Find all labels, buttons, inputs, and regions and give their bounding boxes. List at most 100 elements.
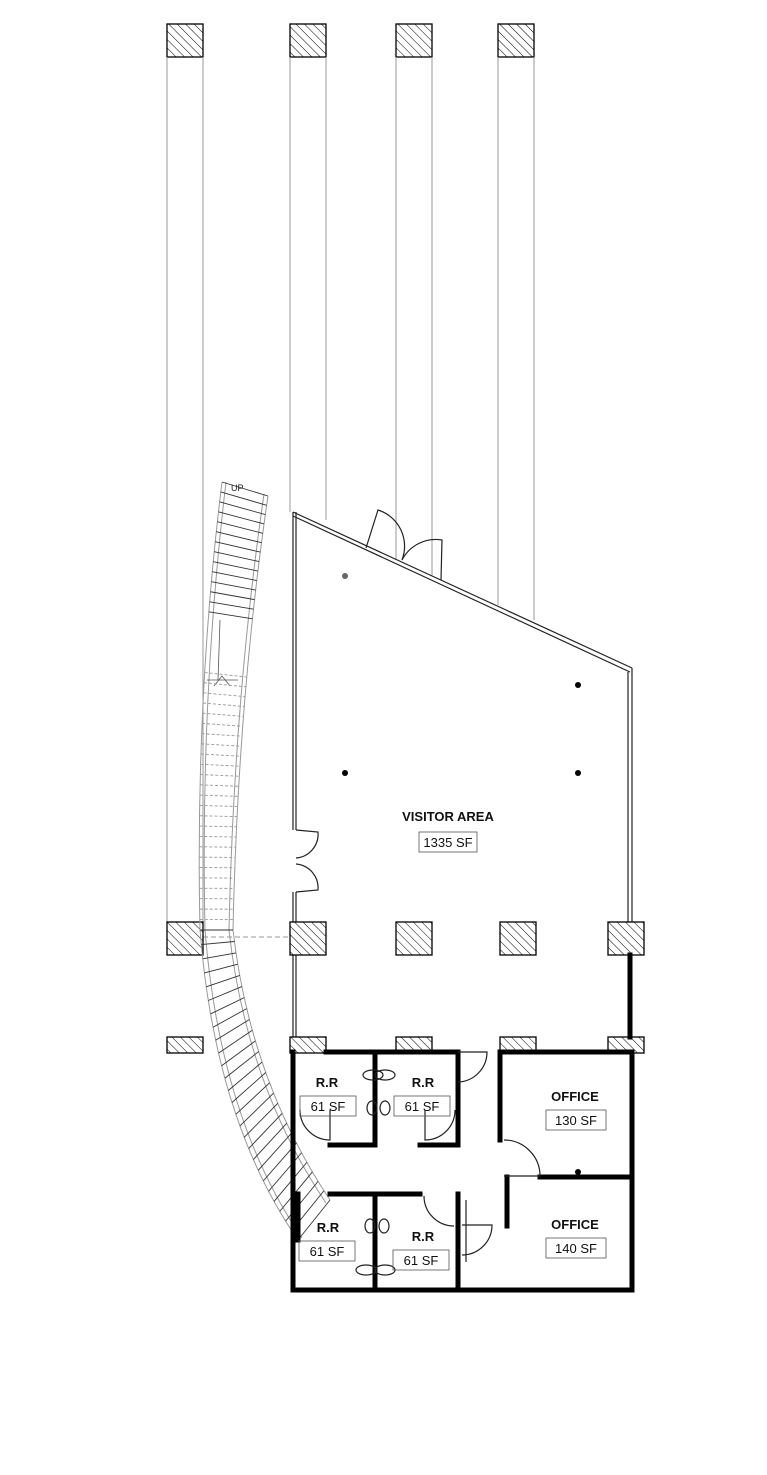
- room-name: R.R: [412, 1229, 435, 1244]
- stair-treads: [199, 481, 331, 1241]
- stair-tread: [285, 1181, 319, 1222]
- stair-tread: [204, 963, 238, 974]
- column: [289, 1036, 327, 1054]
- restroom-label: R.R 61 SF: [299, 1075, 357, 1117]
- stair-tread: [202, 952, 237, 960]
- restroom-label: R.R 61 SF: [392, 1229, 450, 1271]
- core-doors: [299, 1051, 581, 1262]
- service-core-walls: [290, 1049, 635, 1293]
- stair-tread: [239, 1092, 274, 1127]
- stair-tread: [200, 774, 240, 777]
- stair-tread: [215, 541, 261, 553]
- stair-tread: [215, 1019, 250, 1041]
- room-name: R.R: [316, 1075, 339, 1090]
- stair-tread: [235, 1082, 270, 1115]
- visitor-area-label: VISITOR AREA 1335 SF: [402, 809, 494, 853]
- stair-tread: [202, 702, 245, 707]
- column: [499, 921, 537, 956]
- stair-tread: [200, 784, 239, 787]
- visitor-area-envelope: [203, 511, 633, 1040]
- stair-up-label: UP: [231, 483, 244, 493]
- office-label: OFFICE 140 SF: [545, 1217, 607, 1259]
- top-columns: [166, 23, 535, 58]
- stair-tread: [204, 682, 246, 688]
- stair-tread: [201, 941, 235, 945]
- stair-tread: [243, 1102, 279, 1138]
- room-area: 1335 SF: [423, 835, 472, 850]
- stair-tread: [248, 1113, 283, 1149]
- projection-lines: [166, 57, 535, 922]
- interior-posts: [342, 573, 581, 776]
- stair-tread: [199, 815, 238, 818]
- column: [166, 23, 204, 58]
- stair-tread: [257, 1132, 292, 1171]
- room-area: 61 SF: [404, 1253, 439, 1268]
- column: [395, 921, 433, 956]
- stair-tread: [204, 672, 247, 678]
- column: [289, 23, 327, 58]
- room-name: OFFICE: [551, 1089, 599, 1104]
- stair-tread: [212, 571, 257, 581]
- column: [395, 23, 433, 58]
- room-area: 61 SF: [405, 1099, 440, 1114]
- stair-tread: [200, 763, 240, 767]
- column: [289, 921, 327, 956]
- stair-tread: [214, 551, 260, 563]
- stair-tread: [206, 975, 240, 988]
- column: [166, 1036, 204, 1054]
- stair-tread: [202, 722, 243, 727]
- stair-tread: [268, 1152, 302, 1192]
- stair-tread: [273, 1162, 308, 1202]
- room-name: R.R: [317, 1220, 340, 1235]
- room-area: 130 SF: [555, 1113, 597, 1128]
- restroom-label: R.R 61 SF: [298, 1220, 356, 1262]
- stair-tread: [297, 1199, 331, 1241]
- room-name: VISITOR AREA: [402, 809, 494, 824]
- stair-tread: [201, 743, 242, 747]
- room-name: R.R: [412, 1075, 435, 1090]
- column: [497, 23, 535, 58]
- stair-tread: [203, 692, 246, 698]
- room-area: 140 SF: [555, 1241, 597, 1256]
- stair-tread: [253, 1123, 288, 1160]
- stair-tread: [211, 581, 256, 591]
- stair-tread: [219, 501, 266, 516]
- stair-tread: [221, 481, 269, 497]
- stair-tread: [221, 1040, 256, 1067]
- stair-tread: [208, 611, 253, 620]
- curved-stair: [198, 481, 331, 1241]
- stair-tread: [217, 521, 263, 534]
- column: [607, 921, 645, 956]
- stair-tread: [199, 825, 237, 828]
- stair-tread: [199, 794, 239, 797]
- room-labels: VISITOR AREA 1335 SF OFFICE 130 SF OFFIC…: [298, 809, 607, 1271]
- stair-tread: [231, 1072, 267, 1103]
- entry-doors: [365, 509, 443, 581]
- restroom-fixtures: [355, 1069, 396, 1276]
- room-name: OFFICE: [551, 1217, 599, 1232]
- stair-tread: [213, 561, 259, 572]
- stair-tread: [199, 804, 238, 807]
- room-area: 61 SF: [310, 1244, 345, 1259]
- stair-tread: [224, 1051, 259, 1079]
- stair-tread: [218, 1029, 253, 1054]
- stair-tread: [212, 1008, 247, 1028]
- room-area: 61 SF: [311, 1099, 346, 1114]
- stair-tread: [209, 601, 254, 610]
- restroom-label: R.R 61 SF: [393, 1075, 451, 1117]
- stair-tread: [200, 753, 241, 757]
- stair-tread: [210, 591, 255, 601]
- stair-tread: [218, 511, 265, 525]
- stair-tread: [210, 997, 245, 1015]
- west-door: [295, 829, 319, 893]
- middle-columns: [166, 921, 645, 956]
- stair-tread: [216, 531, 262, 544]
- stair-tread: [199, 835, 237, 838]
- office-label: OFFICE 130 SF: [545, 1089, 607, 1131]
- stair-tread: [202, 712, 244, 717]
- stair-tread: [228, 1061, 263, 1091]
- column: [166, 921, 204, 956]
- stair-tread: [220, 491, 267, 506]
- stair-tread: [208, 986, 243, 1001]
